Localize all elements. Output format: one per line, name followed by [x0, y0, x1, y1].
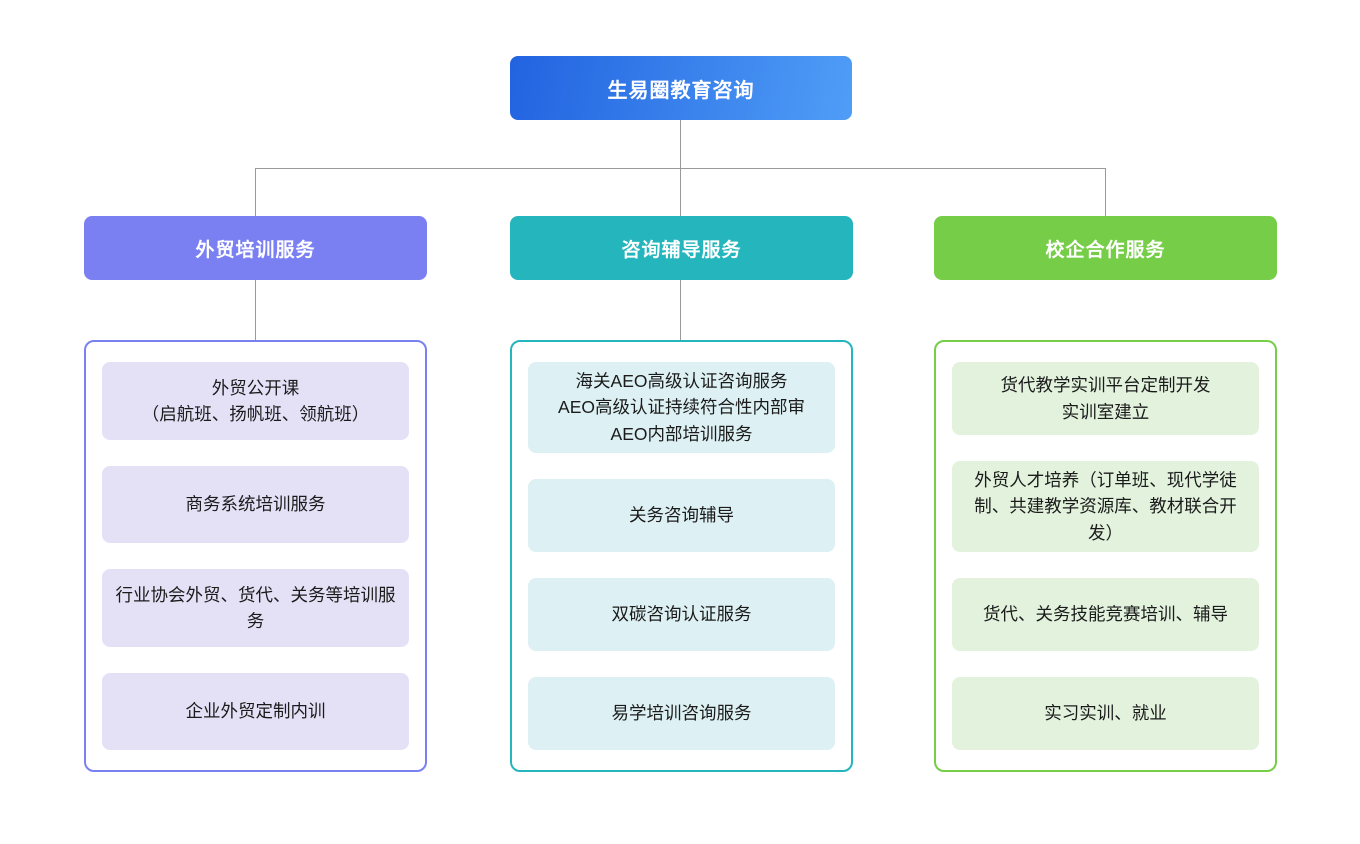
leaf-item: 企业外贸定制内训	[102, 672, 409, 750]
leaf-item: 实习实训、就业	[952, 676, 1259, 750]
branch-header-school-enterprise: 校企合作服务	[934, 216, 1277, 280]
leaf-item: 行业协会外贸、货代、关务等培训服务	[102, 569, 409, 647]
branch-header-consulting: 咨询辅导服务	[510, 216, 853, 280]
leaf-item: 易学培训咨询服务	[528, 676, 835, 750]
branch-header-trade-training: 外贸培训服务	[84, 216, 427, 280]
connector-drop-left	[255, 168, 256, 216]
root-node: 生易圈教育咨询	[510, 56, 852, 120]
leaf-item: 商务系统培训服务	[102, 465, 409, 543]
leaf-item: 关务咨询辅导	[528, 478, 835, 552]
leaf-item: 货代、关务技能竞赛培训、辅导	[952, 577, 1259, 651]
leaf-item: 外贸公开课 （启航班、扬帆班、领航班）	[102, 362, 409, 440]
branch-header-label: 咨询辅导服务	[621, 239, 742, 261]
branch-list-trade-training: 外贸公开课 （启航班、扬帆班、领航班） 商务系统培训服务 行业协会外贸、货代、关…	[84, 340, 427, 772]
branch-header-label: 外贸培训服务	[195, 239, 316, 261]
leaf-item: 外贸人才培养（订单班、现代学徒制、共建教学资源库、教材联合开发）	[952, 461, 1259, 552]
leaf-item: 货代教学实训平台定制开发 实训室建立	[952, 362, 1259, 436]
connector-root-vertical	[680, 120, 681, 168]
connector-drop-middle	[680, 168, 681, 216]
leaf-item: 双碳咨询认证服务	[528, 577, 835, 651]
branch-list-consulting: 海关AEO高级认证咨询服务 AEO高级认证持续符合性内部审 AEO内部培训服务 …	[510, 340, 853, 772]
root-node-label: 生易圈教育咨询	[607, 79, 755, 102]
branch-header-label: 校企合作服务	[1045, 239, 1166, 261]
leaf-item: 海关AEO高级认证咨询服务 AEO高级认证持续符合性内部审 AEO内部培训服务	[528, 362, 835, 453]
connector-drop-right	[1105, 168, 1106, 216]
connector-left-header-to-list	[255, 280, 256, 340]
connector-middle-header-to-list	[680, 280, 681, 340]
branch-list-school-enterprise: 货代教学实训平台定制开发 实训室建立 外贸人才培养（订单班、现代学徒制、共建教学…	[934, 340, 1277, 772]
